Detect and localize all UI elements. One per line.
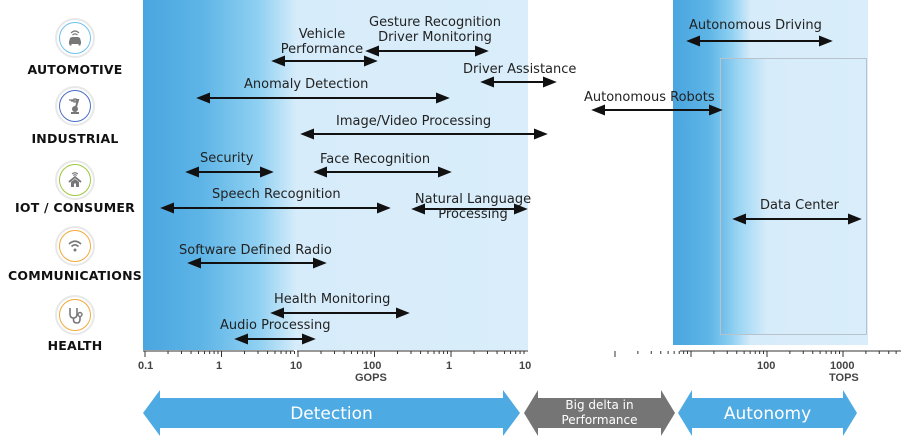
label-data-center: Data Center — [760, 198, 839, 213]
gops-tick: 1 — [446, 360, 453, 372]
label-image-video-processing: Image/Video Processing — [336, 114, 492, 129]
label-line: Gesture Recognition — [369, 15, 501, 30]
label-security: Security — [200, 151, 254, 166]
label-speech-recognition: Speech Recognition — [212, 187, 341, 202]
category-label: INDUSTRIAL — [31, 131, 119, 146]
wifi-icon — [55, 226, 95, 266]
smart-home-icon — [55, 160, 95, 200]
category-label: COMMUNICATIONS — [8, 268, 142, 283]
label-face-recognition: Face Recognition — [320, 152, 431, 167]
tops-tick: 1000 — [830, 360, 855, 372]
category-label: IOT / CONSUMER — [15, 200, 135, 215]
label-gesture-driver-monitoring: Gesture Recognition Driver Monitoring — [360, 15, 510, 45]
detection-arrow — [143, 390, 520, 436]
label-anomaly-detection: Anomaly Detection — [244, 77, 369, 92]
car-icon — [55, 18, 95, 58]
label-natural-language-processing: Natural Language Processing — [410, 192, 536, 222]
tops-axis — [614, 350, 901, 357]
stethoscope-icon — [55, 295, 95, 335]
data-center-box — [720, 58, 867, 335]
label-line: Performance — [280, 42, 364, 57]
label-health-monitoring: Health Monitoring — [274, 292, 391, 307]
label-driver-assistance: Driver Assistance — [463, 62, 577, 77]
gops-axis-label: GOPS — [355, 372, 387, 384]
big-delta-arrow — [524, 390, 675, 436]
gops-tick: 10 — [519, 360, 532, 372]
gops-tick: 10 — [290, 360, 303, 372]
tops-tick: 100 — [757, 360, 776, 372]
label-vehicle-performance: Vehicle Performance — [272, 27, 372, 57]
big-delta-label: Big delta in Performance — [538, 398, 661, 428]
label-line: Big delta in — [565, 398, 634, 412]
category-label: HEALTH — [47, 338, 103, 353]
gops-tick: 100 — [363, 360, 382, 372]
robot-arm-icon — [55, 86, 95, 126]
gops-tick: 0.1 — [138, 360, 154, 372]
label-software-defined-radio: Software Defined Radio — [179, 243, 332, 258]
autonomy-arrow — [678, 390, 857, 436]
label-autonomous-robots: Autonomous Robots — [584, 90, 715, 105]
gops-tick: 1 — [216, 360, 223, 372]
detection-label: Detection — [290, 404, 373, 424]
label-line: Performance — [561, 413, 638, 427]
label-line: Natural Language — [414, 192, 532, 207]
autonomy-label: Autonomy — [723, 404, 812, 424]
label-line: Driver Monitoring — [378, 30, 492, 45]
label-autonomous-driving: Autonomous Driving — [689, 18, 822, 33]
category-label: AUTOMOTIVE — [27, 62, 123, 77]
label-line: Processing — [438, 207, 508, 222]
tops-axis-label: TOPS — [829, 372, 859, 384]
label-line: Vehicle — [298, 27, 346, 42]
label-audio-processing: Audio Processing — [220, 318, 331, 333]
gops-axis — [143, 350, 528, 357]
